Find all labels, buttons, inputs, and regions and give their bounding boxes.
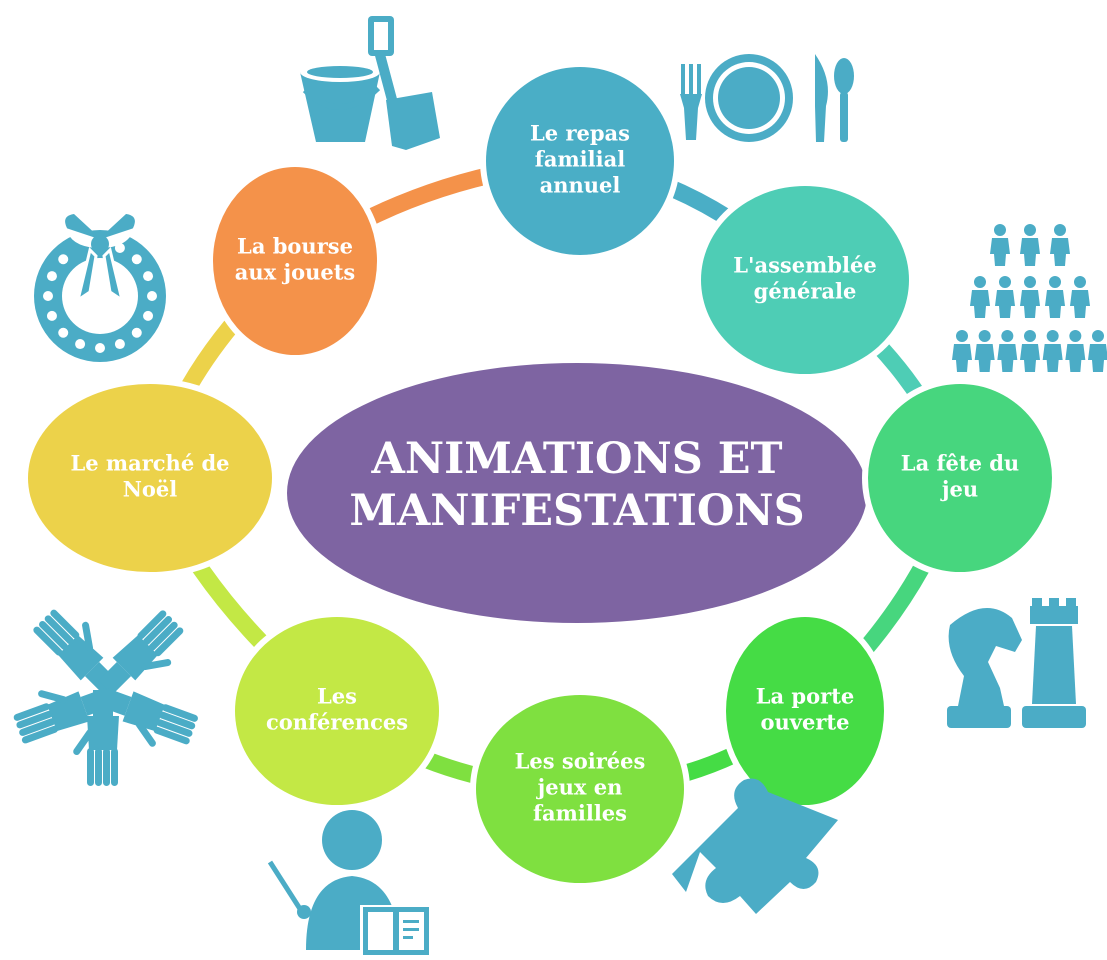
activity-node-label: Les xyxy=(317,684,357,709)
joined-hands-icon xyxy=(13,609,198,786)
hand xyxy=(73,690,119,786)
person-figure xyxy=(952,330,972,372)
person-figure xyxy=(1045,276,1065,318)
central-title-line-2: MANIFESTATIONS xyxy=(349,486,804,536)
hand xyxy=(98,610,184,695)
person-figure xyxy=(990,224,1010,266)
person-figure xyxy=(974,330,995,372)
activity-node-circle xyxy=(726,617,884,805)
activity-node-label: jeux en xyxy=(536,775,623,800)
activity-node-label: Le marché de xyxy=(70,451,229,476)
activity-nodes: Le repasfamilialannuelL'assembléegénéral… xyxy=(22,61,1058,889)
activity-node-label: La porte xyxy=(756,684,855,709)
activity-node-label: La fête du xyxy=(901,451,1019,476)
activity-node-label: annuel xyxy=(540,173,621,198)
activity-node-label: La bourse xyxy=(237,234,353,259)
activity-node-label: Les soirées xyxy=(515,749,646,774)
activity-node-circle xyxy=(213,167,377,355)
activity-node-label: familial xyxy=(535,147,625,172)
activity-node-label: ouverte xyxy=(761,710,850,735)
activity-node-circle xyxy=(868,384,1052,572)
person-figure xyxy=(997,330,1018,372)
person-figure xyxy=(970,276,990,318)
person-figure xyxy=(1020,330,1040,372)
activity-node-circle xyxy=(235,617,439,805)
person-figure xyxy=(1020,224,1040,266)
activity-node-label: jeu xyxy=(940,477,978,502)
activity-node-label: conférences xyxy=(266,710,408,735)
chess-pieces-icon xyxy=(947,598,1086,728)
person-figure xyxy=(1070,276,1090,318)
central-topic: ANIMATIONS ET MANIFESTATIONS xyxy=(287,363,867,623)
central-ellipse xyxy=(287,363,867,623)
activity-node-circle xyxy=(486,67,674,255)
person-figure xyxy=(1020,276,1040,318)
activity-node-circle xyxy=(476,695,684,883)
activity-node-circle xyxy=(701,186,909,374)
activity-node-label: L'assemblée xyxy=(733,253,876,278)
people-pyramid-icon xyxy=(952,224,1107,372)
person-figure xyxy=(1065,330,1086,372)
puzzle-piece-icon xyxy=(672,778,838,914)
activity-node-label: générale xyxy=(754,279,857,304)
christmas-wreath-icon xyxy=(34,214,166,362)
activity-node-label: familles xyxy=(533,801,627,826)
bucket-spade-icon xyxy=(300,16,440,150)
person-figure xyxy=(995,276,1015,318)
activity-node-circle xyxy=(28,384,272,572)
activity-node-label: Noël xyxy=(123,477,178,502)
activity-node-label: Le repas xyxy=(530,121,630,146)
plate-cutlery-icon xyxy=(680,54,854,142)
person-figure xyxy=(1050,224,1070,266)
teacher-icon xyxy=(267,810,432,955)
activity-node-label: aux jouets xyxy=(235,260,355,285)
person-figure xyxy=(1088,330,1107,372)
person-figure xyxy=(1042,330,1063,372)
central-title-line-1: ANIMATIONS ET xyxy=(370,434,782,484)
